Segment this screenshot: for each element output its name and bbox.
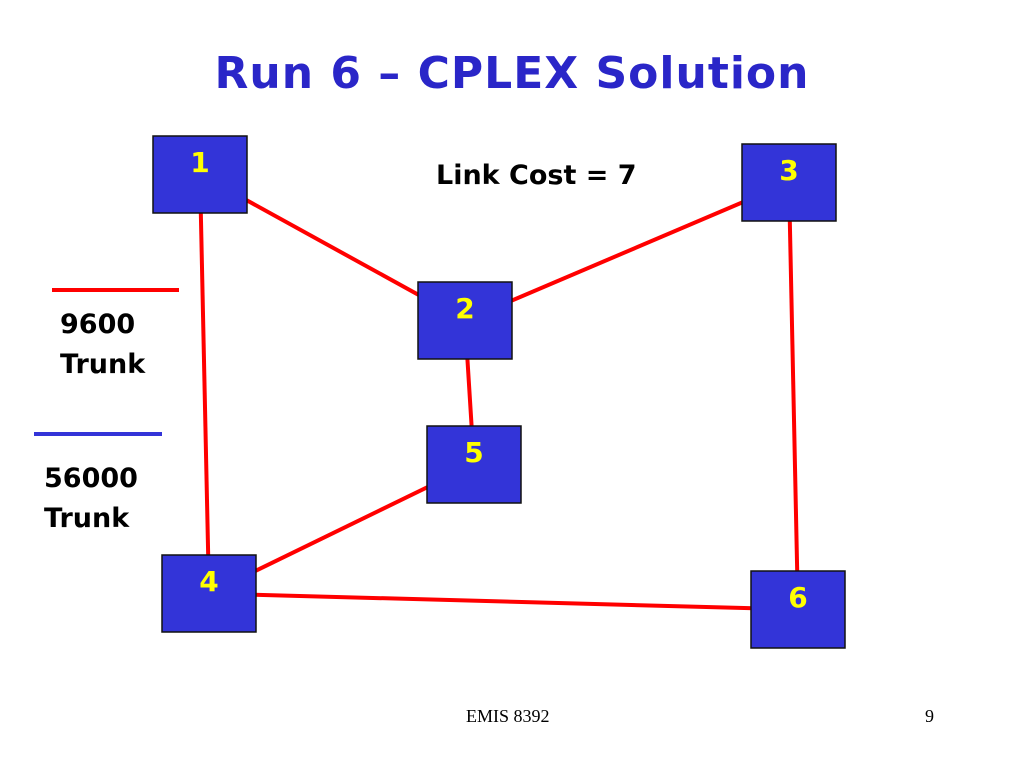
legend-9600-unit: Trunk: [60, 349, 146, 380]
node-label: 3: [779, 154, 798, 187]
link-2-3: [464, 180, 790, 323]
node-5: 5: [426, 425, 522, 504]
slide-title: Run 6 – CPLEX Solution: [214, 48, 810, 99]
node-6: 6: [750, 570, 846, 649]
legend-line-9600: [52, 288, 179, 292]
legend-line-56000: [34, 432, 162, 436]
node-3: 3: [741, 143, 837, 222]
node-box: [741, 143, 837, 222]
link-4-6: [208, 591, 799, 612]
legend-56000-unit: Trunk: [44, 503, 130, 534]
node-box: [161, 554, 257, 633]
legend-9600-value: 9600: [60, 309, 136, 340]
link-3-6: [787, 182, 800, 610]
node-1: 1: [152, 135, 248, 214]
legend-56000-value: 56000: [44, 463, 138, 494]
node-label: 2: [455, 292, 474, 325]
node-box: [426, 425, 522, 504]
legend-text-9600: 9600 Trunk: [60, 305, 145, 385]
node-box: [417, 281, 513, 360]
footer-course: EMIS 8392: [466, 706, 550, 726]
node-box: [750, 570, 846, 649]
legend-text-56000: 56000 Trunk: [44, 459, 138, 539]
node-label: 6: [788, 581, 807, 614]
link-cost-label: Link Cost = 7: [436, 160, 637, 191]
node-label: 1: [190, 146, 209, 179]
link-1-4: [198, 174, 211, 594]
node-2: 2: [417, 281, 513, 360]
node-label: 4: [199, 565, 218, 598]
node-box: [152, 135, 248, 214]
node-label: 5: [464, 436, 483, 469]
node-4: 4: [161, 554, 257, 633]
footer-page-number: 9: [925, 706, 934, 726]
